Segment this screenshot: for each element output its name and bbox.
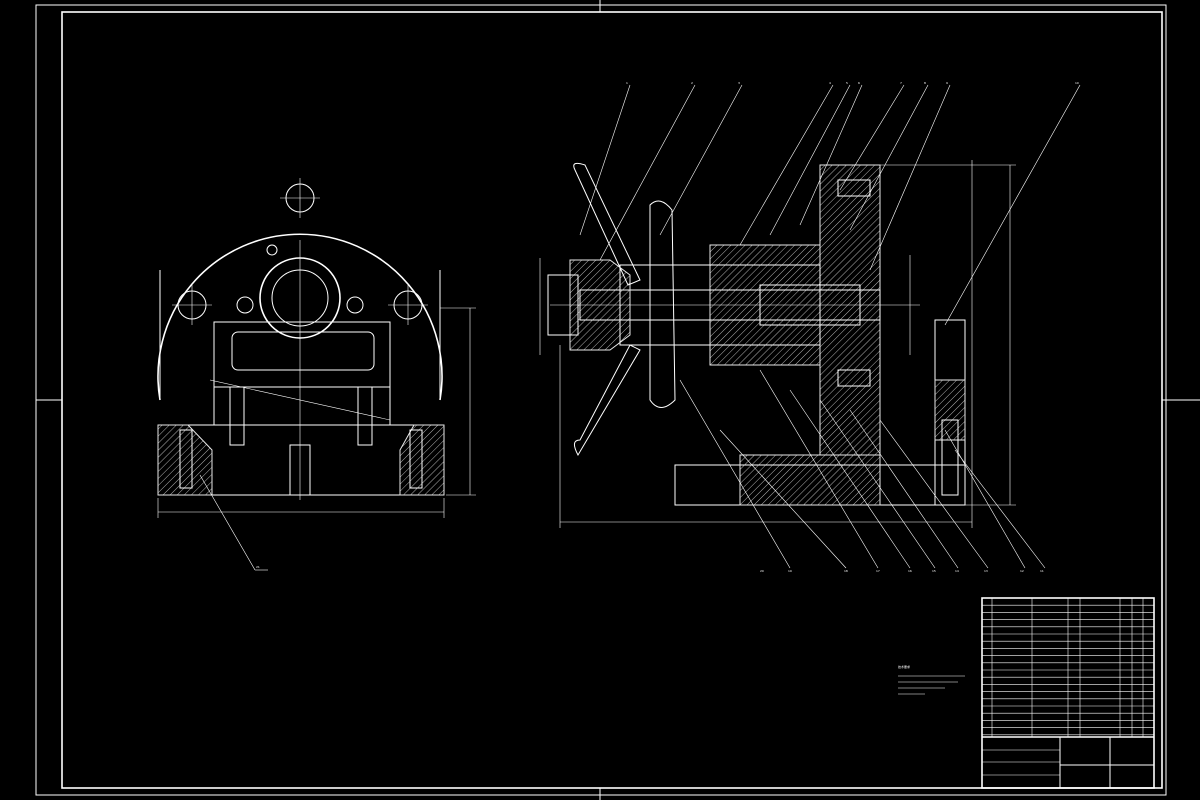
sheet-border [35,0,1200,800]
balloon-3: 3 [738,81,740,85]
leader-lines [579,84,1081,569]
balloon-7: 7 [900,81,902,85]
balloon-8: 8 [924,81,926,85]
title-block [981,597,1155,789]
balloon-10: 10 [1075,81,1079,85]
balloon-5: 5 [846,81,848,85]
balloon-18: 18 [844,569,848,573]
balloon-labels: 1 2 3 4 5 6 7 8 9 10 11 12 13 14 15 16 1… [256,81,1079,573]
balloon-20: 20 [760,569,764,573]
balloon-16: 16 [908,569,912,573]
balloon-6: 6 [858,81,860,85]
balloon-1: 1 [626,81,628,85]
balloon-11: 11 [1040,569,1044,573]
balloon-12: 12 [1020,569,1024,573]
balloon-13: 13 [984,569,988,573]
technical-notes: 技术要求 [898,664,965,695]
notes-title: 技术要求 [898,664,910,669]
balloon-9: 9 [946,81,948,85]
balloon-14: 14 [955,569,959,573]
balloon-2: 2 [691,81,693,85]
balloon-19: 19 [788,569,792,573]
balloon-21: 21 [256,565,260,569]
balloon-15: 15 [932,569,936,573]
end-view [157,178,476,571]
balloon-4: 4 [829,81,831,85]
parts-list-grid [982,598,1154,737]
balloon-17: 17 [876,569,880,573]
section-view [539,160,1016,528]
